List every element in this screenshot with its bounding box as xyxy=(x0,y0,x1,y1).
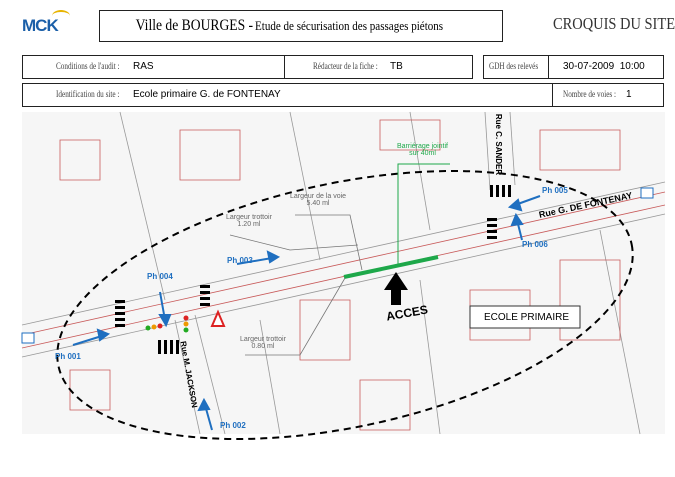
crosswalks xyxy=(115,185,511,354)
conditions-label: Conditions de l'audit : xyxy=(56,61,120,71)
trottoir-2-value: 0.80 ml xyxy=(251,343,275,350)
largeur-voie-label: Largeur de la voie xyxy=(290,193,347,200)
conditions-cell xyxy=(22,55,285,79)
street-sander-label: Rue C. SANDER xyxy=(494,113,504,176)
gdh-label-cell xyxy=(483,55,549,79)
logo-text: MCK xyxy=(22,16,59,35)
photo-label-ph006: Ph 006 xyxy=(522,240,548,249)
title-main: Ville de BOURGES - xyxy=(135,17,257,34)
voies-value: 1 xyxy=(626,89,632,100)
entry-sign-left-icon xyxy=(21,332,35,344)
gdh-label: GDH des relevés xyxy=(489,61,539,71)
barrierage-value: sur 40ml xyxy=(409,150,436,157)
dimension-leaders xyxy=(229,214,363,356)
trottoir-1-value: 1.20 ml xyxy=(237,221,261,228)
title-sub: Etude de sécurisation des passages piéto… xyxy=(255,18,444,33)
photo-arrows xyxy=(72,195,541,431)
photo-label-ph004: Ph 004 xyxy=(147,272,173,281)
traffic-lights xyxy=(145,315,189,333)
title-box: Ville de BOURGES - Etude de sécurisation… xyxy=(99,10,503,42)
photo-label-ph002: Ph 002 xyxy=(220,421,246,430)
sheet-title: CROQUIS DU SITE xyxy=(553,14,675,33)
conditions-value: RAS xyxy=(133,61,154,72)
gdh-value: 30-07-2009 10:00 xyxy=(563,61,645,72)
redacteur-value: TB xyxy=(390,61,403,72)
photo-label-ph001: Ph 001 xyxy=(55,352,81,361)
parcel-lines xyxy=(21,111,666,435)
ecole-box xyxy=(469,305,581,329)
voies-cell xyxy=(552,83,664,107)
largeur-voie-value: 5.40 ml xyxy=(306,200,330,207)
trottoir-2-label: Largeur trottoir xyxy=(240,336,286,343)
school-warning-sign-icon xyxy=(210,309,226,327)
site-label: Identification du site : xyxy=(56,89,120,99)
ecole-label: ECOLE PRIMAIRE xyxy=(484,312,570,323)
barrier-leader xyxy=(397,163,450,264)
photo-label-ph005: Ph 005 xyxy=(542,186,568,195)
photo-label-ph003: Ph 003 xyxy=(227,256,253,265)
logo: MCK xyxy=(22,10,82,44)
redacteur-label: Rédacteur de la fiche : xyxy=(313,61,378,71)
barrier-line xyxy=(343,255,439,279)
trottoir-1-label: Largeur trottoir xyxy=(226,214,272,221)
building-outlines xyxy=(21,119,666,431)
acces-arrow-icon xyxy=(384,272,408,305)
study-zone-ellipse xyxy=(56,170,634,440)
barrierage-label: Barriérage jointif xyxy=(397,143,448,150)
voies-label: Nombre de voies : xyxy=(563,89,616,99)
entry-sign-right-icon xyxy=(640,187,654,199)
site-value: Ecole primaire G. de FONTENAY xyxy=(133,89,281,100)
